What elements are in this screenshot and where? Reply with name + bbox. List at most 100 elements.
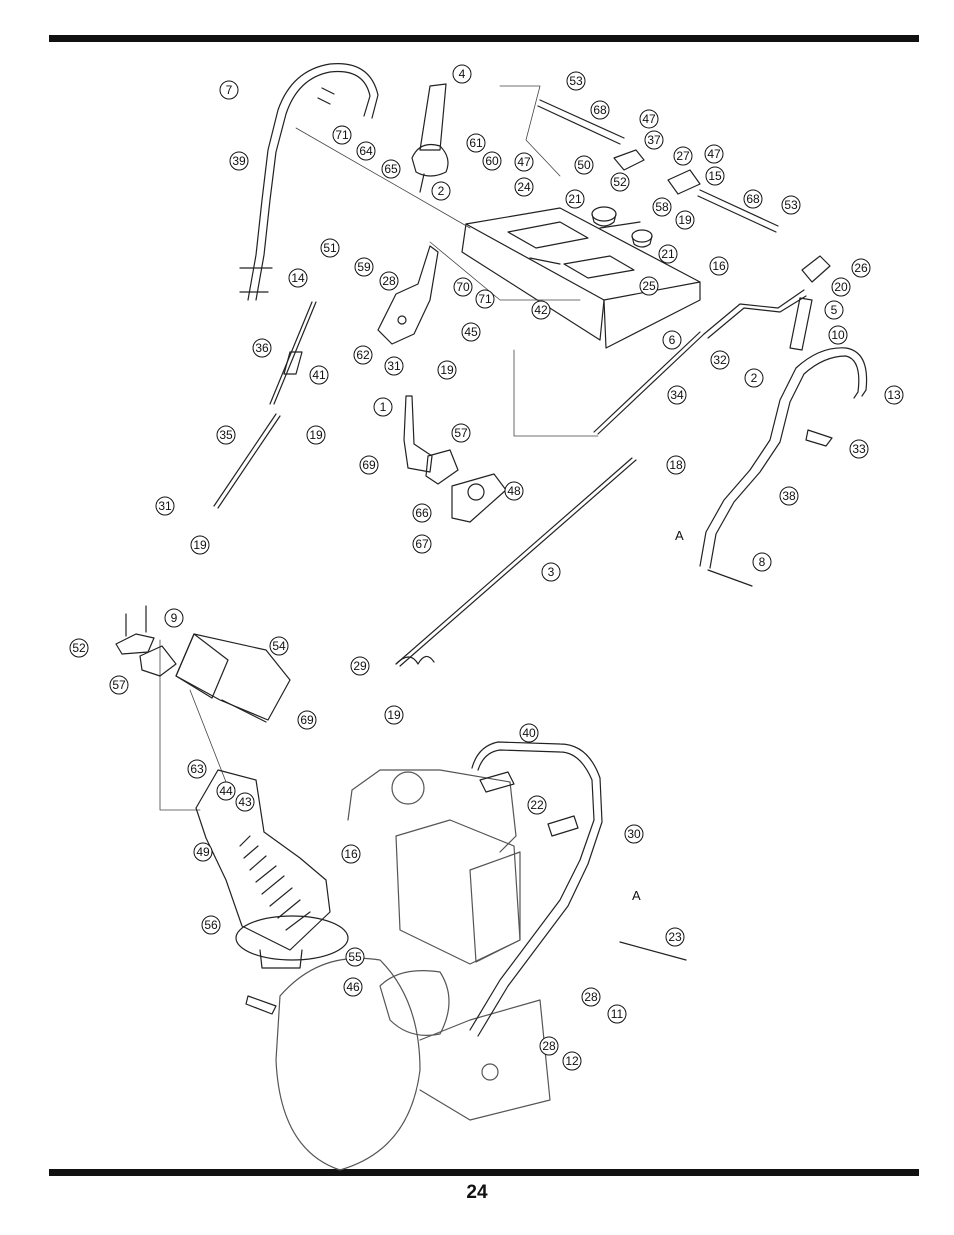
callout-47: 47 [704, 144, 724, 164]
callout-43: 43 [235, 792, 255, 812]
callout-label: 19 [193, 538, 207, 552]
reference-mark-A: A [675, 528, 684, 543]
callout-circle [453, 277, 473, 297]
callout-24: 24 [514, 177, 534, 197]
callout-circle [475, 289, 495, 309]
callout-63: 63 [187, 759, 207, 779]
callout-66: 66 [412, 503, 432, 523]
callout-48: 48 [504, 481, 524, 501]
callout-circle [461, 322, 481, 342]
bottom-rule [49, 1169, 919, 1176]
callout-19: 19 [437, 360, 457, 380]
callout-label: 28 [382, 274, 396, 288]
callout-label: 40 [522, 726, 536, 740]
callout-label: 19 [440, 363, 454, 377]
callout-label: 21 [568, 192, 582, 206]
callout-label: 28 [542, 1039, 556, 1053]
callout-circle [466, 133, 486, 153]
callout-circle [356, 141, 376, 161]
callout-circle [190, 535, 210, 555]
callout-30: 30 [624, 824, 644, 844]
callout-label: 57 [112, 678, 126, 692]
callout-circle [350, 656, 370, 676]
callout-label: 35 [219, 428, 233, 442]
callout-31: 31 [384, 356, 404, 376]
callout-label: 45 [464, 325, 478, 339]
callout-67: 67 [412, 534, 432, 554]
callout-label: 36 [255, 341, 269, 355]
callout-circle [252, 338, 272, 358]
callout-circle [743, 189, 763, 209]
shift-rods-upper [537, 99, 779, 233]
callout-circle [354, 257, 374, 277]
callout-label: 41 [312, 368, 326, 382]
reference-marks-layer: AA [632, 528, 684, 903]
callout-circle [187, 759, 207, 779]
callout-label: 63 [190, 762, 204, 776]
reference-mark-A: A [632, 888, 641, 903]
callout-circle [658, 244, 678, 264]
callout-label: 12 [565, 1054, 579, 1068]
callout-label: 58 [655, 200, 669, 214]
callout-label: 11 [611, 1007, 624, 1021]
callout-59: 59 [354, 257, 374, 277]
callout-circle [831, 277, 851, 297]
callout-label: 42 [534, 303, 548, 317]
callout-label: 65 [384, 162, 398, 176]
callout-circle [519, 723, 539, 743]
callout-circle [451, 423, 471, 443]
callout-28: 28 [379, 271, 399, 291]
callout-5: 5 [824, 300, 844, 320]
callout-circle [781, 195, 801, 215]
callout-label: 4 [459, 67, 466, 81]
callout-circle [566, 71, 586, 91]
callout-label: 69 [300, 713, 314, 727]
callout-circle [412, 534, 432, 554]
callout-15: 15 [705, 166, 725, 186]
callout-47: 47 [514, 152, 534, 172]
callout-circle [744, 368, 764, 388]
callout-62: 62 [353, 345, 373, 365]
callout-68: 68 [590, 100, 610, 120]
callout-circle [824, 300, 844, 320]
callout-label: 31 [158, 499, 172, 513]
callout-11: 11 [607, 1004, 627, 1024]
callout-circle [849, 439, 869, 459]
chute-crank-bracket [411, 83, 449, 193]
callout-label: 61 [469, 136, 483, 150]
callout-circle [639, 276, 659, 296]
callout-label: 71 [478, 292, 492, 306]
callout-label: 2 [438, 184, 445, 198]
callout-label: 9 [171, 611, 178, 625]
callout-label: 71 [335, 128, 349, 142]
callout-label: 54 [272, 639, 286, 653]
callout-circle [828, 325, 848, 345]
callout-circle [193, 842, 213, 862]
callout-label: 19 [678, 213, 692, 227]
callout-label: 47 [517, 155, 531, 169]
callout-label: 26 [854, 261, 868, 275]
callout-53: 53 [566, 71, 586, 91]
callout-circle [69, 638, 89, 658]
callout-circle [779, 486, 799, 506]
callout-label: 1 [380, 400, 387, 414]
callout-38: 38 [779, 486, 799, 506]
callout-label: 32 [713, 353, 727, 367]
callout-69: 69 [297, 710, 317, 730]
callout-circle [752, 552, 772, 572]
callout-44: 44 [216, 781, 236, 801]
callout-label: 59 [357, 260, 371, 274]
callout-label: 21 [661, 247, 675, 261]
callout-label: 51 [323, 241, 337, 255]
callout-label: 27 [676, 149, 690, 163]
callout-label: 43 [238, 795, 252, 809]
callout-label: 53 [784, 198, 798, 212]
callout-circle [710, 350, 730, 370]
callout-label: 20 [834, 280, 848, 294]
callout-16: 16 [341, 844, 361, 864]
callout-19: 19 [306, 425, 326, 445]
callout-52: 52 [69, 638, 89, 658]
callout-circle [482, 151, 502, 171]
callout-label: 48 [507, 484, 521, 498]
callout-label: 30 [627, 827, 641, 841]
